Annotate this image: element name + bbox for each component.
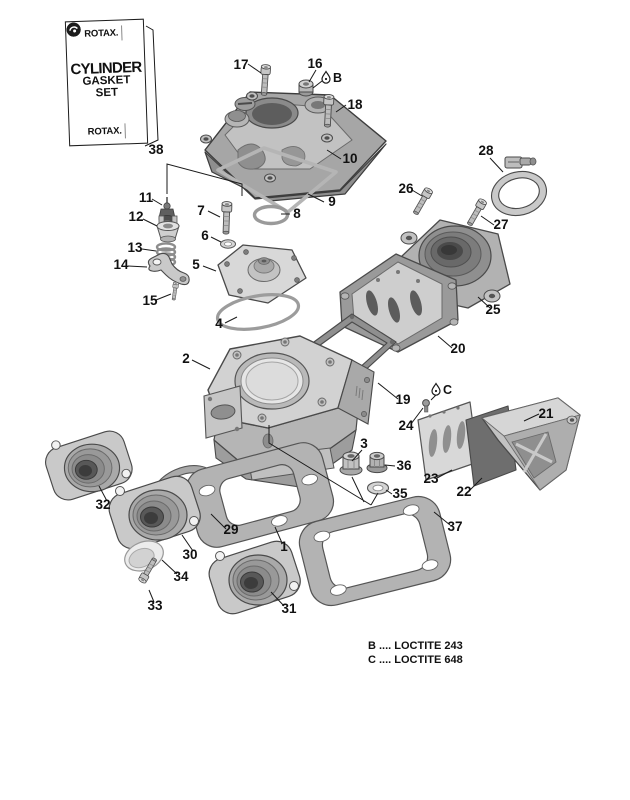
manifold-bolt-27-part (464, 197, 488, 228)
washer-35-part (366, 481, 390, 495)
loctite-marker-c: C (431, 382, 452, 397)
small-oring-part (252, 204, 290, 226)
gasket-set-box: ROTAX. CYLINDER GASKET SET ROTAX. (64, 18, 149, 147)
callout-21: 21 (538, 406, 554, 421)
cover-oring-4-part (215, 293, 301, 331)
base-gasket-37-part (298, 495, 452, 607)
callout-36: 36 (396, 458, 412, 473)
callout-22: 22 (456, 484, 471, 499)
callout-23: 23 (423, 471, 439, 486)
intake-socket-25-part (400, 219, 511, 309)
reed-block-21-part (481, 397, 581, 491)
casting-marks (355, 385, 364, 401)
rotax-wordmark-bottom: ROTAX. (87, 125, 122, 138)
hose-clamp-28-part (491, 156, 547, 217)
brand-row-bottom: ROTAX. (66, 22, 128, 139)
brand-divider (124, 123, 126, 139)
callout-29: 29 (223, 522, 238, 537)
leader-lines (98, 63, 540, 607)
loctite-legend: B .... LOCTITE 243 C .... LOCTITE 648 (368, 640, 463, 666)
callout-4: 4 (215, 316, 223, 331)
flange-nut-3-part (339, 451, 363, 476)
callout-14: 14 (113, 257, 129, 272)
valve-cover-5-part (217, 244, 307, 304)
callout-30: 30 (182, 547, 197, 562)
callout-28: 28 (478, 143, 494, 158)
callout-16: 16 (307, 56, 323, 71)
valve-retainer-12-part (156, 215, 180, 243)
bracket-screw-15-part (170, 281, 180, 301)
head-oring-part (216, 146, 338, 214)
loctite-marker-b-label: B (333, 71, 342, 85)
callout-3: 3 (360, 436, 368, 451)
loctite-marker-b: B (321, 70, 342, 85)
callout-1: 1 (280, 539, 288, 554)
callout-18: 18 (347, 97, 363, 112)
callout-19: 19 (395, 392, 410, 407)
box-title: CYLINDER GASKET SET (70, 59, 142, 102)
base-gasket-1-part (186, 442, 334, 548)
box-title-line3: SET (95, 86, 119, 100)
callout-24: 24 (398, 418, 414, 433)
callout-32: 32 (95, 497, 110, 512)
callout-35: 35 (392, 486, 408, 501)
stopper-screw-24-part (422, 399, 430, 413)
callout-38: 38 (148, 142, 164, 157)
callout-10: 10 (342, 151, 357, 166)
callout-12: 12 (128, 209, 143, 224)
loctite-marker-c-label: C (443, 383, 452, 397)
callout-7: 7 (197, 203, 205, 218)
callout-37: 37 (447, 519, 462, 534)
callout-17: 17 (233, 57, 248, 72)
callout-2: 2 (182, 351, 190, 366)
callout-33: 33 (147, 598, 163, 613)
brand-row-top: ROTAX. (66, 22, 125, 41)
callout-9: 9 (328, 194, 336, 209)
callout-34: 34 (173, 569, 189, 584)
callout-25: 25 (485, 302, 501, 317)
cylinder-head-part (200, 91, 387, 202)
head-bolt-17-part (258, 63, 272, 97)
legend-line-b: B .... LOCTITE 243 (368, 640, 463, 652)
legend-line-c: C .... LOCTITE 648 (368, 654, 463, 666)
callout-13: 13 (127, 240, 143, 255)
callout-8: 8 (293, 206, 301, 221)
callout-labels: 17 16 18 10 9 8 7 6 11 12 13 14 15 5 4 2… (95, 56, 554, 616)
rotax-wordmark-top: ROTAX. (84, 27, 119, 40)
washer-6-part (220, 239, 236, 249)
callout-26: 26 (398, 181, 414, 196)
valve-bracket-14-part (147, 252, 190, 286)
gasket-set-box-flap (144, 25, 159, 147)
callout-27: 27 (493, 217, 508, 232)
callout-15: 15 (142, 293, 158, 308)
callout-20: 20 (450, 341, 465, 356)
flange-nut-36-part (366, 451, 388, 474)
callout-6: 6 (201, 228, 209, 243)
callout-5: 5 (192, 257, 200, 272)
callout-31: 31 (281, 601, 297, 616)
callout-11: 11 (139, 190, 154, 205)
brand-divider (121, 25, 123, 41)
head-nut-16-part (298, 79, 314, 97)
cover-bolt-7-part (220, 200, 233, 235)
